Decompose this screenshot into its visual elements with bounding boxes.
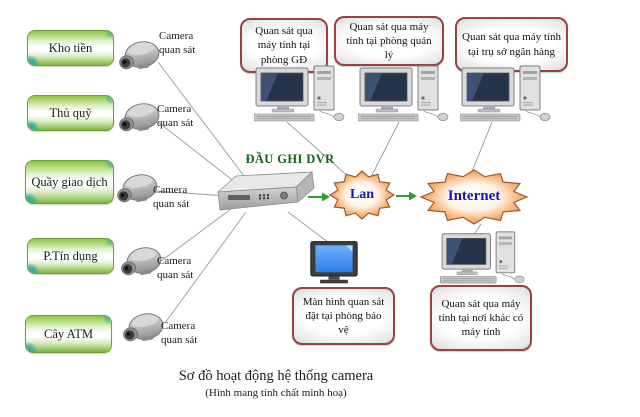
desktop-computer-icon [460,65,551,122]
desktop-computer-icon [358,65,449,122]
location-box-kho-tien: Kho tiền [27,30,114,66]
desktop-computer-icon [254,65,345,122]
internet-shape [421,170,527,224]
connector-line [157,121,241,187]
connector-line [160,205,236,262]
crt-monitor-icon [310,241,358,284]
lan-label: Lan [349,187,375,202]
station-box-phong-quan-ly: Quan sát qua máy tính tại phòng quản lý [334,16,444,66]
camera-caption: Camera quan sát [159,30,196,56]
location-label: Quầy giao dịch [31,174,108,189]
diagram-caption: Sơ đồ hoạt động hệ thống camera [178,368,374,384]
dvr-label: ĐẦU GHI DVR [245,152,335,166]
connector-line [470,121,493,175]
location-box-cay-atm: Cây ATM [25,315,112,353]
location-label: Kho tiền [48,40,93,55]
flow-arrow [308,192,330,202]
location-label: P.Tín dụng [43,248,98,263]
camera-caption: Camera quan sát [157,103,194,129]
station-label: Quan sát qua máy tính tại phòng GĐ [255,25,313,66]
station-box-noi-khac: Quan sát qua máy tính tại nơi khác có má… [430,285,532,351]
connector-line [370,121,400,178]
dvr-device-icon [216,171,315,211]
location-box-thu-quy: Thủ quỹ [27,95,114,131]
cctv-camera-icon [116,38,162,73]
camera-caption: Camera quan sát [157,255,194,281]
connector-line [164,211,247,324]
diagram-caption-note: (Hình mang tính chất minh hoạ) [205,387,347,399]
connector-line [157,61,248,181]
desktop-computer-icon [440,231,525,284]
station-label: Màn hình quan sát đặt tại phòng bảo vệ [302,295,385,337]
station-box-phong-bao-ve: Màn hình quan sát đặt tại phòng bảo vệ [292,287,395,345]
location-box-p-tin-dung: P.Tín dụng [27,238,114,274]
camera-caption: Camera quan sát [153,184,190,210]
location-box-quay-giao-dich: Quầy giao dịch [25,160,114,204]
connector-line [287,211,334,247]
location-label: Cây ATM [44,326,93,341]
camera-caption: Camera quan sát [161,320,198,346]
station-label: Quan sát qua máy tính tại nơi khác có má… [438,297,524,339]
connector-line [154,190,228,197]
station-label: Quan sát qua máy tính tại phòng quản lý [346,20,432,62]
internet-label: Internet [447,188,501,204]
connector-line [286,121,353,181]
lan-shape [330,171,394,219]
location-label: Thủ quỹ [49,105,92,120]
station-label: Quan sát qua máy tính tại trụ sở ngân hà… [462,31,561,58]
flow-arrow [396,191,417,201]
